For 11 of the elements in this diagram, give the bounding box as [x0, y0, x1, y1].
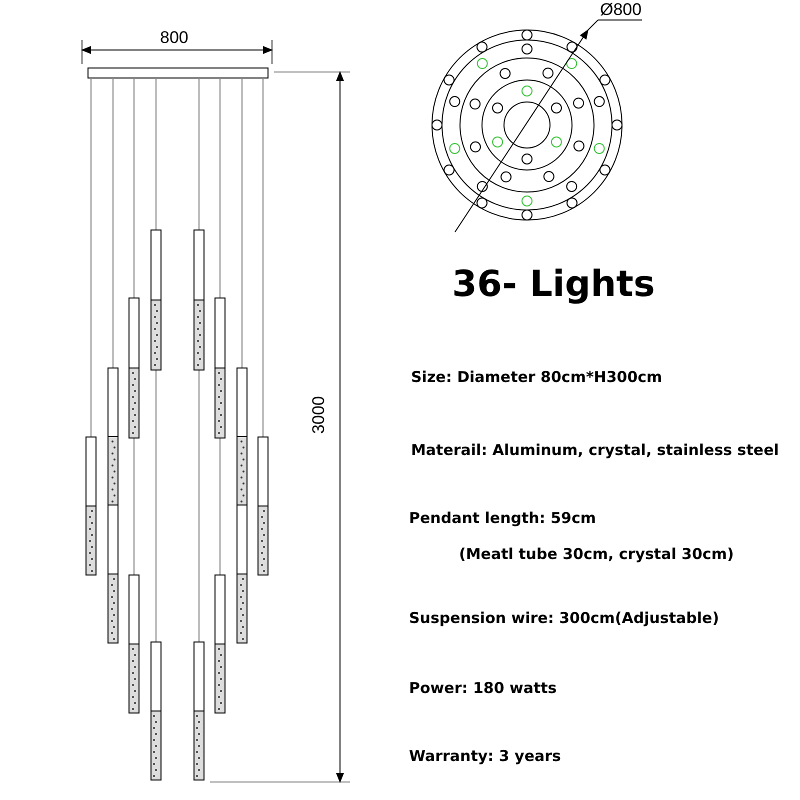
spec-text: Pendant length: 59cm — [409, 509, 596, 527]
dimension-value: 3000 — [308, 396, 329, 434]
spec-text: Warranty: 3 years — [409, 747, 561, 765]
dimension-value: 800 — [160, 28, 188, 48]
spec-text: Materail: Aluminum, crystal, stainless steel — [411, 441, 779, 459]
heading: 36- Lights — [452, 264, 655, 305]
spec-text: Power: 180 watts — [409, 679, 557, 697]
spec-text: Size: Diameter 80cm*H300cm — [411, 368, 662, 386]
spec-text: (Meatl tube 30cm, crystal 30cm) — [459, 545, 734, 563]
dimension-value: Ø800 — [600, 0, 642, 20]
spec-text: Suspension wire: 300cm(Adjustable) — [409, 609, 720, 627]
